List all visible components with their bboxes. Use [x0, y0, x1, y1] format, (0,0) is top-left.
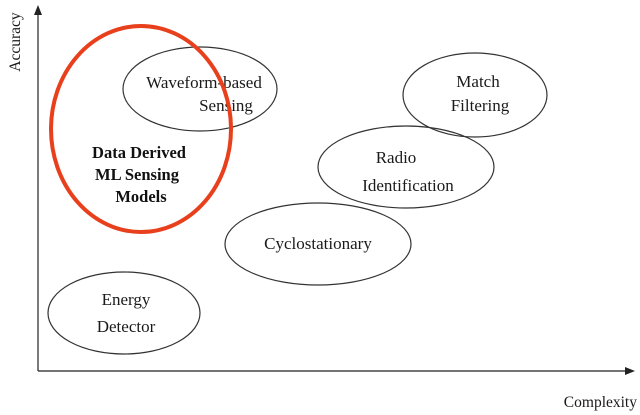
highlight-ml-sensing-models: Data Derived ML Sensing Models [49, 24, 233, 234]
node-match-filtering: Match Filtering [402, 52, 548, 138]
node-waveform-based-sensing: Waveform-based Sensing [122, 46, 278, 132]
y-axis-label: Accuracy [7, 12, 24, 72]
node-waveform-ellipse [122, 46, 278, 132]
x-axis-label: Complexity [564, 394, 637, 411]
node-energy-ellipse [47, 271, 201, 355]
node-cyclostationary: Cyclostationary [224, 202, 412, 286]
node-cyclo-ellipse [224, 202, 412, 286]
node-match-ellipse [402, 52, 548, 138]
highlight-label-1: Data Derived [92, 143, 186, 162]
node-waveform-label-1: Waveform-based [146, 73, 262, 92]
highlight-label-2: ML Sensing [95, 165, 180, 184]
node-radio-label-1: Radio [376, 148, 417, 167]
node-match-label-2: Filtering [451, 96, 510, 115]
node-radio-identification: Radio Identification [317, 125, 495, 209]
node-energy-label-1: Energy [102, 290, 151, 309]
highlight-label-3: Models [115, 187, 167, 206]
node-radio-label-2: Identification [362, 176, 454, 195]
node-radio-ellipse [317, 125, 495, 209]
node-energy-detector: Energy Detector [47, 271, 201, 355]
highlight-red-ellipse [49, 24, 233, 234]
node-waveform-label-2: Sensing [199, 96, 253, 115]
node-energy-label-2: Detector [97, 317, 156, 336]
node-match-label-1: Match [456, 72, 500, 91]
node-cyclo-label-1: Cyclostationary [264, 234, 372, 253]
